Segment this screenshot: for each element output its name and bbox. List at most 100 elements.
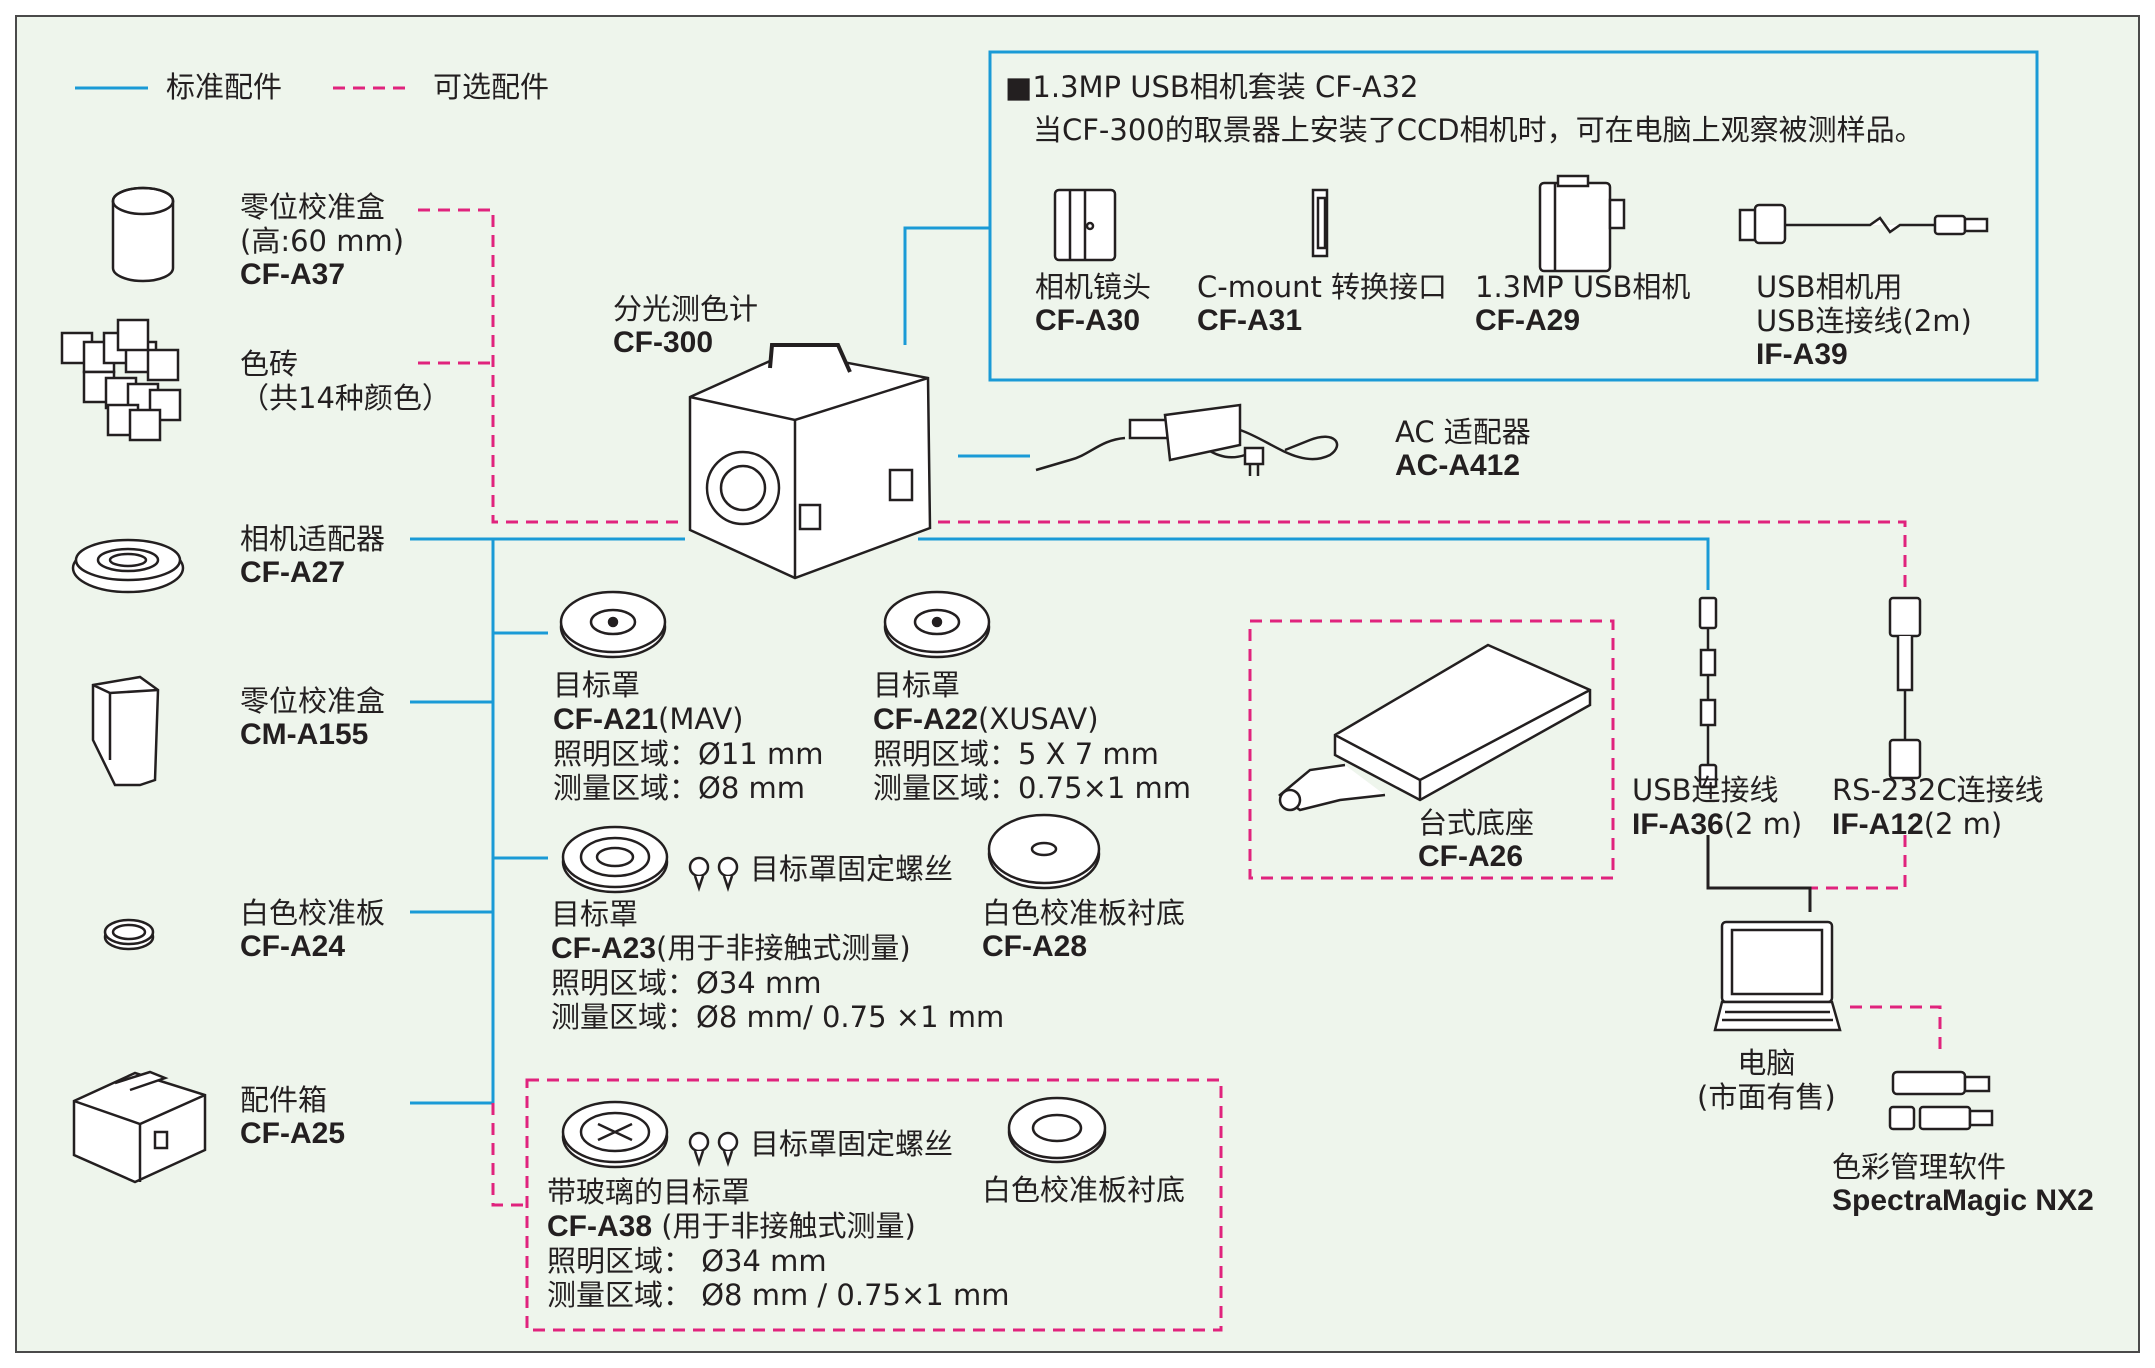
camera-lens-label: 相机镜头 CF-A30 [1035,270,1151,338]
mask-suffix: (用于非接触式测量) [652,1209,916,1243]
mask-name: 带玻璃的目标罩 [547,1175,751,1209]
left-item-name: 相机适配器 [240,522,386,556]
usb-camera-icon [1538,174,1626,273]
left-item-zero-cal-cm-a155: 零位校准盒 CM-A155 [240,684,385,752]
color-tiles-icon [60,318,182,442]
left-item-camera-adapter: 相机适配器 CF-A27 [240,522,385,590]
screws-icon-1 [688,856,739,892]
usb-camera-cable-name: USB相机用 [1756,270,1903,304]
legend-standard-label: 标准配件 [166,70,283,104]
software-model: SpectraMagic NX2 [1832,1184,2094,1217]
rs232c-cable-label: RS-232C连接线 IF-A12(2 m) [1832,773,2044,842]
zero-cal-box-angled-icon [91,675,160,787]
mask-model: CF-A21 [553,703,659,736]
mask-suffix: (MAV) [658,702,744,736]
screws-label-1: 目标罩固定螺丝 [750,852,954,886]
left-item-name: 配件箱 [240,1083,328,1117]
rs232c-cable-icon [1888,596,1922,780]
table-stand-name: 台式底座 [1418,806,1535,840]
ac-adapter-icon [1035,403,1339,476]
camera-lens-icon [1053,188,1117,262]
usb-camera-cable-label: USB相机用 USB连接线(2m) IF-A39 [1756,270,1972,372]
table-stand-label: 台式底座 CF-A26 [1418,806,1534,874]
ac-adapter-name: AC 适配器 [1395,415,1531,449]
white-calibration-plate-icon [103,918,155,951]
white-backing-model: CF-A28 [982,930,1088,963]
left-item-zero-cal-cf-a37: 零位校准盒 (高:60 mm) CF-A37 [240,190,404,292]
table-stand-icon [1277,643,1592,812]
zero-cal-box-cylinder-icon [111,186,175,283]
mask-suffix: (XUSAV) [978,702,1099,736]
software-name: 色彩管理软件 [1832,1150,2007,1184]
pc-label: 电脑 (市面有售) [1697,1046,1836,1114]
white-backing-2-icon [1007,1096,1107,1164]
standard-connectors [410,50,2039,1105]
software-label: 色彩管理软件 SpectraMagic NX2 [1832,1150,2094,1218]
table-stand-model: CF-A26 [1418,840,1524,873]
mask-model: CF-A22 [873,703,979,736]
white-backing-cf-a28-icon [987,813,1101,890]
mask-name: 目标罩 [873,668,961,702]
left-item-name: 色砖 [240,347,299,381]
accessory-case-icon [72,1070,207,1184]
left-item-model: CF-A27 [240,556,346,589]
mask-meas: 测量区域：Ø8 mm [553,771,805,805]
software-usb-keys-icon [1888,1070,1994,1131]
mask-cf-a38: 带玻璃的目标罩 CF-A38 (用于非接触式测量) 照明区域： Ø34 mm 测… [547,1175,1009,1312]
laptop-pc-icon [1713,920,1842,1032]
ac-adapter-label: AC 适配器 AC-A412 [1395,415,1531,483]
left-item-color-tiles: 色砖 （共14种颜色） [240,347,451,415]
camera-kit-description: 当CF-300的取景器上安装了CCD相机时，可在电脑上观察被测样品。 [1033,113,1924,147]
legend-optional-label: 可选配件 [433,70,550,104]
camera-lens-model: CF-A30 [1035,304,1141,337]
ac-adapter-model: AC-A412 [1395,449,1521,482]
main-device-model: CF-300 [613,326,714,359]
target-mask-cf-a22-icon [883,590,991,659]
mask-cf-a21: 目标罩 CF-A21(MAV) 照明区域：Ø11 mm 测量区域：Ø8 mm [553,668,823,805]
screws-label-2: 目标罩固定螺丝 [750,1127,954,1161]
mask-suffix: (用于非接触式测量) [656,931,911,965]
left-item-model: CF-A24 [240,930,346,963]
white-backing-cf-a28: 白色校准板衬底 CF-A28 [982,896,1185,964]
left-item-accessory-case: 配件箱 CF-A25 [240,1083,345,1151]
mask-cf-a23: 目标罩 CF-A23(用于非接触式测量) 照明区域：Ø34 mm 测量区域：Ø8… [551,897,1004,1034]
spectrophotometer-unit-icon [688,343,932,580]
mask-illum: 照明区域：5 X 7 mm [873,737,1159,771]
camera-lens-name: 相机镜头 [1035,270,1152,304]
rs232c-cable-model: IF-A12 [1832,808,1924,841]
rs232c-cable-suffix: (2 m) [1923,807,2003,841]
c-mount-model: CF-A31 [1197,304,1303,337]
mask-meas: 测量区域：0.75×1 mm [873,771,1192,805]
left-item-note: (高:60 mm) [240,224,405,258]
mask-model: CF-A38 [547,1210,653,1243]
usb-camera-label: 1.3MP USB相机 CF-A29 [1475,270,1690,338]
left-item-model: CF-A25 [240,1117,346,1150]
white-backing-name: 白色校准板衬底 [982,896,1186,930]
main-device-label: 分光测色计 CF-300 [613,292,758,360]
c-mount-name: C-mount 转换接口 [1197,270,1448,304]
camera-adapter-icon [71,538,185,594]
c-mount-label: C-mount 转换接口 CF-A31 [1197,270,1447,338]
camera-kit-title: ■1.3MP USB相机套装 CF-A32 [1005,70,1419,104]
target-mask-cf-a38-icon [561,1100,669,1169]
mask-illum: 照明区域：Ø11 mm [553,737,824,771]
mask-name: 目标罩 [551,897,639,931]
target-mask-cf-a23-icon [561,825,669,894]
left-item-model: CM-A155 [240,718,369,751]
rs232c-cable-name: RS-232C连接线 [1832,773,2044,807]
left-item-note: （共14种颜色） [240,381,451,415]
mask-meas: 测量区域：Ø8 mm/ 0.75 ×1 mm [551,1000,1005,1034]
c-mount-adapter-icon [1311,188,1329,258]
usb-camera-cable-name2: USB连接线(2m) [1756,304,1972,338]
mask-name: 目标罩 [553,668,641,702]
left-item-name: 零位校准盒 [240,684,386,718]
usb-cable-suffix: (2 m) [1723,807,1803,841]
usb-cable-name: USB连接线 [1632,773,1779,807]
mask-cf-a22: 目标罩 CF-A22(XUSAV) 照明区域：5 X 7 mm 测量区域：0.7… [873,668,1191,805]
usb-camera-model: CF-A29 [1475,304,1581,337]
usb-camera-cable-icon [1738,203,1989,245]
usb-cable-label: USB连接线 IF-A36(2 m) [1632,773,1802,842]
left-item-white-plate: 白色校准板 CF-A24 [240,896,385,964]
usb-camera-cable-model: IF-A39 [1756,338,1848,371]
pc-connectors [1706,835,1812,912]
